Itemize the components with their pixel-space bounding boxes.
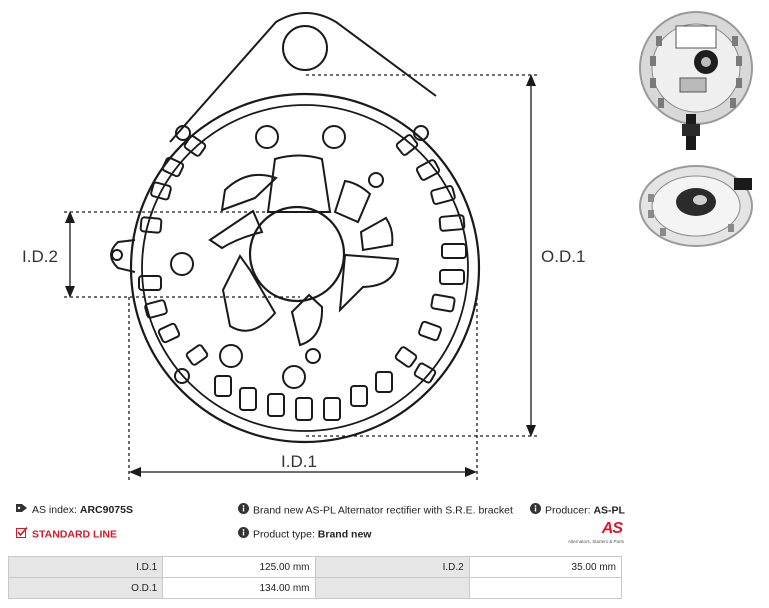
product-type-value: Brand new <box>317 528 372 541</box>
info-icon <box>238 527 249 542</box>
product-type: Product type: Brand new <box>238 527 371 542</box>
spec-label: I.D.1 <box>7 556 164 578</box>
as-logo: AS Alternators, Starters & Parts <box>566 520 624 550</box>
ear-hole <box>282 25 328 71</box>
product-type-label: Product type: <box>253 528 315 541</box>
id1-label: I.D.1 <box>281 452 317 471</box>
tag-icon <box>16 503 28 517</box>
center-hub <box>248 205 346 303</box>
logo-mark: AS <box>601 520 623 537</box>
standard-line-label: STANDARD LINE <box>32 528 117 541</box>
spec-value: 35.00 mm <box>468 556 623 578</box>
spec-table: I.D.1 125.00 mm I.D.2 35.00 mm O.D.1 134… <box>7 556 623 599</box>
producer-label: Producer: <box>545 504 591 517</box>
info-icon <box>238 503 249 518</box>
table-row: I.D.1 125.00 mm I.D.2 35.00 mm <box>7 556 623 578</box>
spec-value <box>468 577 623 599</box>
as-index-value: ARC9075S <box>79 504 133 516</box>
technical-drawing: O.D.1 I.D.2 I.D.1 <box>22 12 585 480</box>
as-index: AS index: ARC9075S <box>16 503 133 517</box>
checkbox-icon <box>16 526 28 542</box>
od1-label: O.D.1 <box>541 247 585 266</box>
description-text: Brand new AS-PL Alternator rectifier wit… <box>253 504 513 517</box>
producer-value: AS-PL <box>593 504 625 517</box>
spec-label <box>314 577 470 599</box>
spec-label: O.D.1 <box>7 577 164 599</box>
spec-value: 134.00 mm <box>162 577 316 599</box>
producer: Producer: AS-PL <box>530 503 625 518</box>
info-icon <box>530 503 541 518</box>
id2-label: I.D.2 <box>22 247 58 266</box>
logo-tagline: Alternators, Starters & Parts <box>567 539 624 544</box>
outer-ring <box>129 92 481 444</box>
product-description: Brand new AS-PL Alternator rectifier wit… <box>238 503 513 518</box>
table-row: O.D.1 134.00 mm <box>7 577 623 599</box>
spec-label: I.D.2 <box>314 556 470 578</box>
inner-ring <box>141 104 469 432</box>
product-photo-bottom[interactable] <box>636 158 760 248</box>
as-index-label: AS index: <box>32 504 77 516</box>
product-photo-top[interactable] <box>636 6 760 154</box>
standard-line: STANDARD LINE <box>16 526 117 542</box>
spec-value: 125.00 mm <box>162 556 316 578</box>
mounting-ear <box>169 12 437 143</box>
